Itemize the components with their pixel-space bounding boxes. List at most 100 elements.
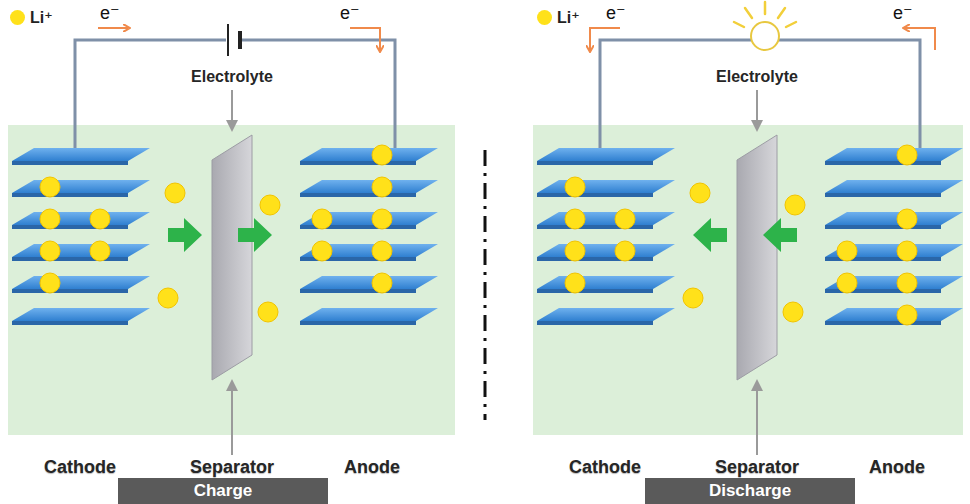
electrode-layer-edge — [537, 257, 653, 261]
wire — [600, 40, 920, 150]
electrode-layer — [825, 212, 963, 225]
electrode-layer-edge — [300, 193, 416, 197]
electrode-layer-edge — [537, 321, 653, 325]
electron-label: e⁻ — [340, 2, 360, 24]
electrode-layer-edge — [537, 289, 653, 293]
lithium-ion — [372, 273, 392, 293]
electrode-layer — [537, 276, 675, 289]
lamp-rays — [734, 2, 796, 27]
electrode-layer-edge — [12, 225, 128, 229]
wire — [75, 40, 395, 150]
mode-box: Discharge — [645, 478, 855, 504]
lithium-ion — [897, 241, 917, 261]
mode-box: Charge — [118, 478, 328, 504]
part-label: Cathode — [44, 457, 116, 478]
part-label: Separator — [190, 457, 274, 478]
electrode-layer — [12, 276, 150, 289]
electrode-layer — [300, 148, 438, 161]
lithium-ion — [683, 288, 703, 308]
lithium-ion — [897, 209, 917, 229]
lithium-ion — [40, 177, 60, 197]
electrode-layer — [537, 308, 675, 321]
mode-text: Charge — [194, 481, 253, 501]
electrode-layer-edge — [300, 161, 416, 165]
electrode-layer — [12, 212, 150, 225]
electrolyte-label: Electrolyte — [716, 68, 798, 86]
separator-membrane — [212, 135, 252, 380]
electrode-layer — [12, 148, 150, 161]
electron-label: e⁻ — [893, 2, 913, 24]
part-label: Separator — [715, 457, 799, 478]
lithium-ion — [90, 209, 110, 229]
lithium-ion — [40, 241, 60, 261]
legend-item: Li⁺ — [10, 8, 53, 27]
electrode-layer — [12, 244, 150, 257]
electrode-layer-edge — [825, 225, 941, 229]
electron-label: e⁻ — [100, 2, 120, 24]
electrode-layer-edge — [12, 289, 128, 293]
mode-text: Discharge — [709, 481, 791, 501]
lithium-ion — [372, 209, 392, 229]
electrode-layer-edge — [12, 321, 128, 325]
lithium-ion — [615, 209, 635, 229]
electrolyte-ground — [533, 125, 963, 435]
lithium-ion — [837, 241, 857, 261]
electrolyte-label: Electrolyte — [191, 68, 273, 86]
electrode-layer — [12, 308, 150, 321]
electrode-layer — [825, 308, 963, 321]
lithium-ion — [565, 241, 585, 261]
electrode-layer-edge — [12, 161, 128, 165]
electrode-layer — [825, 148, 963, 161]
lithium-ion — [90, 241, 110, 261]
legend-item: Li⁺ — [537, 8, 580, 27]
lithium-ion — [837, 273, 857, 293]
part-label: Anode — [869, 457, 925, 478]
lithium-ion — [897, 305, 917, 325]
lithium-ion — [372, 145, 392, 165]
lithium-ion — [312, 241, 332, 261]
lithium-ion — [785, 195, 805, 215]
electrode-layer-edge — [537, 225, 653, 229]
battery-symbol — [238, 31, 242, 49]
electrode-layer — [300, 180, 438, 193]
lithium-ion — [565, 273, 585, 293]
legend-text: Li⁺ — [30, 8, 53, 27]
lithium-ion — [565, 209, 585, 229]
pointer-arrow — [232, 90, 757, 455]
lithium-ion — [690, 183, 710, 203]
electrode-layer-edge — [12, 193, 128, 197]
lamp-symbol — [751, 22, 779, 50]
electron-label: e⁻ — [606, 2, 626, 24]
lithium-ion — [565, 177, 585, 197]
lithium-ion — [372, 241, 392, 261]
electrode-layer-edge — [537, 193, 653, 197]
electrode-layer-edge — [300, 321, 416, 325]
lithium-ion — [615, 241, 635, 261]
electrode-layer — [825, 180, 963, 193]
ion-flow-arrow — [168, 218, 797, 252]
battery-symbol — [227, 24, 229, 56]
electrode-layer-edge — [12, 257, 128, 261]
legend-text: Li⁺ — [557, 8, 580, 27]
electrode-layer-edge — [825, 161, 941, 165]
lithium-ion — [158, 288, 178, 308]
electrode-layer-edge — [537, 161, 653, 165]
electrode-layer — [300, 276, 438, 289]
lithium-ion — [40, 209, 60, 229]
lithium-ion — [783, 302, 803, 322]
lithium-ion — [40, 273, 60, 293]
lithium-ion — [260, 195, 280, 215]
lithium-ion — [165, 183, 185, 203]
electrode-layer-edge — [300, 289, 416, 293]
electron-arrow — [98, 28, 935, 50]
separator-membrane — [737, 135, 777, 380]
divider-line — [484, 150, 487, 420]
lithium-ion — [897, 273, 917, 293]
electrode-layer-edge — [825, 193, 941, 197]
part-label: Cathode — [569, 457, 641, 478]
electrode-layer — [537, 244, 675, 257]
electrode-layer — [537, 212, 675, 225]
legend-swatch — [537, 10, 552, 25]
part-label: Anode — [344, 457, 400, 478]
